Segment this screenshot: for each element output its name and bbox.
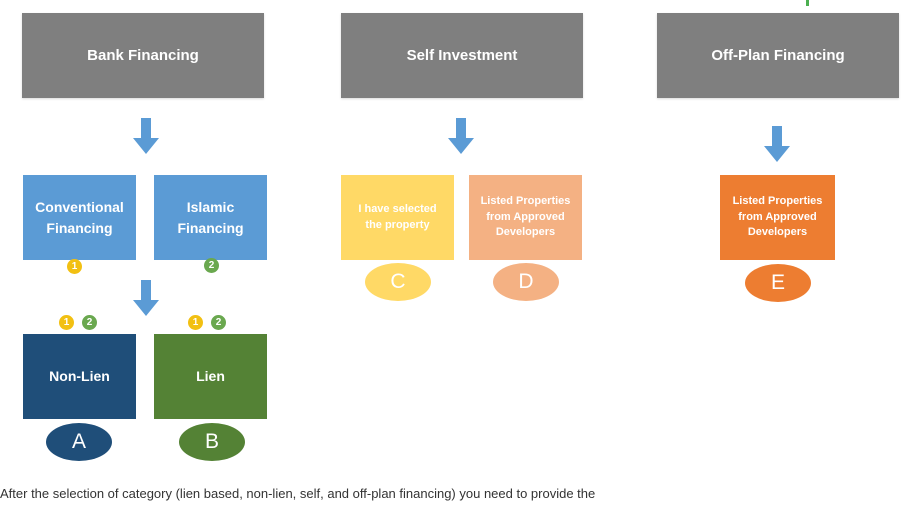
oval-a: A bbox=[46, 423, 112, 461]
badge-one: 1 bbox=[67, 259, 82, 274]
badge-two: 2 bbox=[82, 315, 97, 330]
badge-two: 2 bbox=[204, 258, 219, 273]
box-listed-properties-e: Listed Properties from Approved Develope… bbox=[720, 175, 835, 260]
decorative-mark bbox=[806, 0, 809, 6]
box-listed-properties-d: Listed Properties from Approved Develope… bbox=[469, 175, 582, 260]
badge-two: 2 bbox=[211, 315, 226, 330]
oval-d: D bbox=[493, 263, 559, 301]
down-arrow-icon bbox=[133, 118, 159, 154]
header-self-investment: Self Investment bbox=[341, 13, 583, 98]
oval-b: B bbox=[179, 423, 245, 461]
box-islamic-financing: Islamic Financing bbox=[154, 175, 267, 260]
box-selected-property: I have selected the property bbox=[341, 175, 454, 260]
box-non-lien: Non-Lien bbox=[23, 334, 136, 419]
header-off-plan-financing: Off-Plan Financing bbox=[657, 13, 899, 98]
header-bank-financing: Bank Financing bbox=[22, 13, 264, 98]
box-conventional-financing: Conventional Financing bbox=[23, 175, 136, 260]
oval-c: C bbox=[365, 263, 431, 301]
down-arrow-icon bbox=[764, 126, 790, 162]
oval-e: E bbox=[745, 264, 811, 302]
down-arrow-icon bbox=[133, 280, 159, 316]
down-arrow-icon bbox=[448, 118, 474, 154]
badge-one: 1 bbox=[59, 315, 74, 330]
box-lien: Lien bbox=[154, 334, 267, 419]
caption-text: After the selection of category (lien ba… bbox=[0, 486, 596, 501]
badge-one: 1 bbox=[188, 315, 203, 330]
